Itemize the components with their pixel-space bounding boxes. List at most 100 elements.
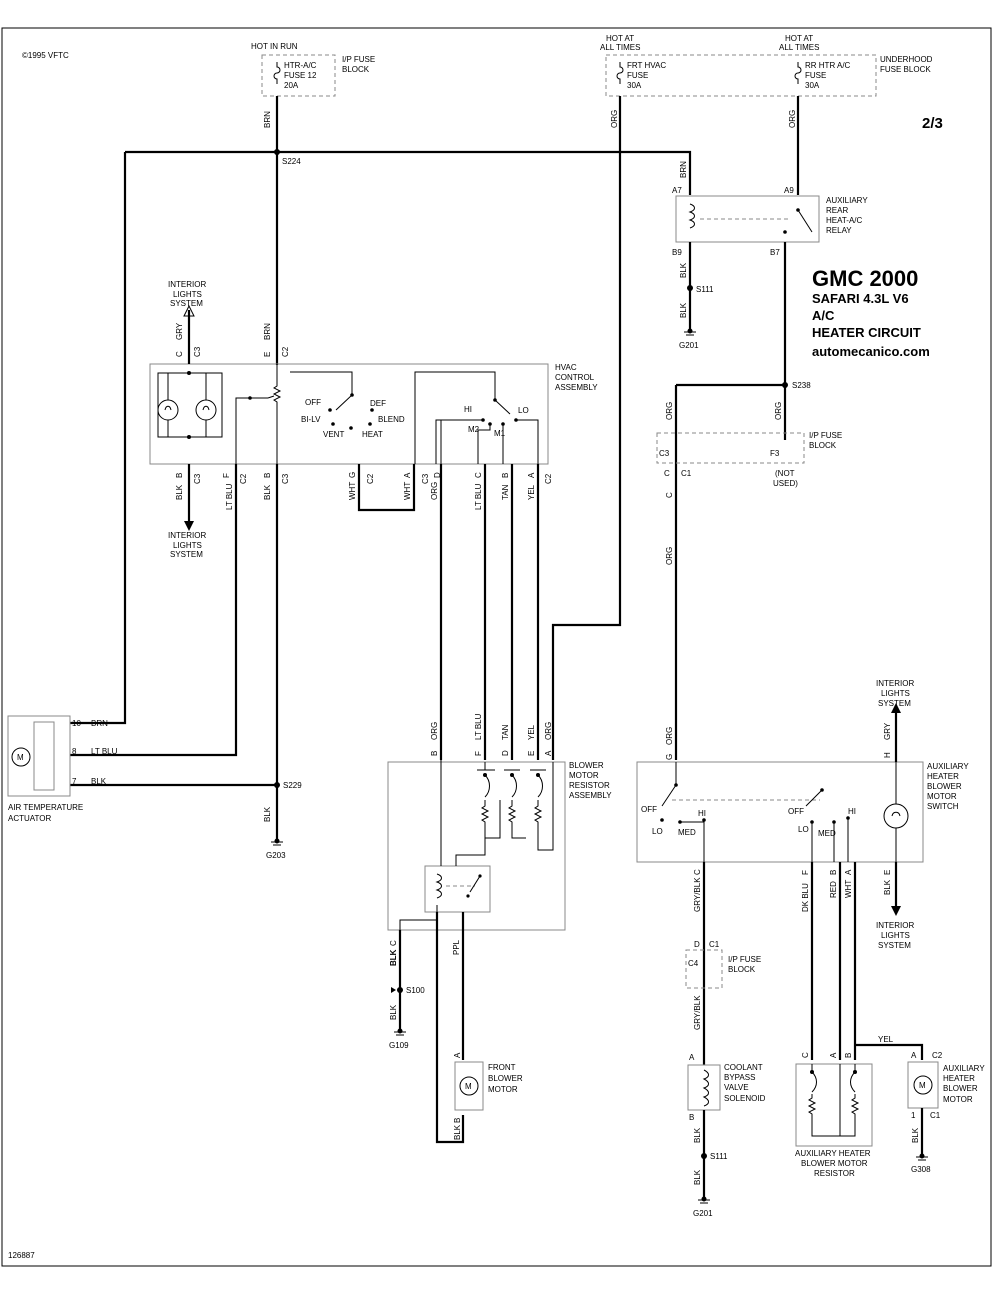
- ip-fuse-3-label: I/P FUSE: [728, 955, 761, 964]
- pin-c4: C4: [688, 959, 699, 968]
- interior-mid-l3: SYSTEM: [170, 550, 203, 559]
- act-pin-7: 7: [72, 777, 77, 786]
- interior-right-l2: LIGHTS: [881, 689, 910, 698]
- relay-contact: [797, 209, 813, 233]
- pin-c-1: C: [474, 472, 483, 478]
- aux-resistor-label-1: AUXILIARY HEATER: [795, 1149, 871, 1158]
- actuator-label-2: ACTUATOR: [8, 814, 51, 823]
- pin-b-2: B: [263, 473, 272, 478]
- aux-pin-b: B: [829, 870, 838, 875]
- hvac-name-3: ASSEMBLY: [555, 383, 598, 392]
- org-wire-frt: [551, 96, 622, 760]
- page-number: 2/3: [922, 115, 943, 132]
- g201-label-bottom: G201: [693, 1209, 713, 1218]
- frt-fuse-label: FUSE: [627, 71, 648, 80]
- coolant-label-4: SOLENOID: [724, 1094, 766, 1103]
- wire-label-ltblu-2: LT BLU: [474, 483, 483, 510]
- fuse-12: HOT IN RUN I/P FUSE BLOCK HTR-A/C FUSE 1…: [251, 42, 375, 97]
- aux-switch-blade-2: [805, 789, 823, 807]
- wire-label-gryblk-2: GRY/BLK: [693, 995, 702, 1030]
- fm-pin-a: A: [453, 1052, 462, 1058]
- pin-g-1: G: [348, 472, 357, 478]
- hvac-control-assembly: HVAC CONTROL ASSEMBLY OFF DEF BI-LV BLEN…: [149, 363, 598, 465]
- aux-pin-e: E: [883, 870, 892, 875]
- wire-label-wht-3: WHT: [844, 880, 853, 898]
- aux-res-pin-b: B: [844, 1053, 853, 1058]
- front-motor-label-1: FRONT: [488, 1063, 516, 1072]
- fuse12-rating: 20A: [284, 81, 299, 90]
- blower-m2: M2: [468, 425, 480, 434]
- aux-resistor-label-3: RESISTOR: [814, 1169, 855, 1178]
- blower-switch-blade: [494, 399, 511, 415]
- hot-in-run-label: HOT IN RUN: [251, 42, 298, 51]
- wire-label-brn-act: BRN: [91, 719, 108, 728]
- pin-f-1: F: [222, 473, 231, 478]
- am-pin-c2: C2: [932, 1051, 943, 1060]
- pin-c2-3: C2: [544, 473, 553, 484]
- wire-label-yel-3: YEL: [878, 1035, 894, 1044]
- interior-bottom-l2: LIGHTS: [881, 931, 910, 940]
- res-pin-b: B: [430, 751, 439, 756]
- ip-fuse-2-outline: [656, 432, 805, 464]
- am-pin-a: A: [911, 1051, 917, 1060]
- am-pin-1: 1: [911, 1111, 916, 1120]
- wire-label-blk-3: BLK: [263, 806, 272, 822]
- wire-label-wht-2: WHT: [403, 482, 412, 500]
- ip-fuse-box-outline: [261, 54, 336, 97]
- interior-right-l1: INTERIOR: [876, 679, 914, 688]
- ip-fuse-2-label-2: BLOCK: [809, 441, 837, 450]
- aux-motor-label-4: MOTOR: [943, 1095, 973, 1104]
- frt-fuse-symbol: [616, 62, 624, 84]
- res-pin-e: E: [527, 751, 536, 756]
- wire-label-org-4: ORG: [774, 402, 783, 420]
- wire-label-brn-2: BRN: [679, 161, 688, 178]
- wire-label-wht-1: WHT: [348, 482, 357, 500]
- splice-s111-top: [687, 285, 693, 291]
- interior-top-l3: SYSTEM: [170, 299, 203, 308]
- resistor-box: [387, 761, 566, 931]
- resistor-relay-coil: [435, 873, 442, 899]
- aux-off-1: OFF: [641, 805, 657, 814]
- aux-switch-label-5: SWITCH: [927, 802, 959, 811]
- fuse12-number: FUSE 12: [284, 71, 317, 80]
- wire-label-ppl: PPL: [452, 939, 461, 955]
- front-blower-motor: M A B BLK FRONT BLOWER MOTOR: [453, 1052, 523, 1140]
- resistor-label-1: BLOWER: [569, 761, 604, 770]
- rr-fuse-rating: 30A: [805, 81, 820, 90]
- pin-c3-ipf: C3: [659, 449, 670, 458]
- aux-pin-a: A: [844, 869, 853, 875]
- coolant-label-2: BYPASS: [724, 1073, 755, 1082]
- s111-label-bottom: S111: [710, 1152, 728, 1161]
- front-motor-circle: [459, 1076, 479, 1096]
- aux-resistor-box: [795, 1063, 873, 1147]
- interior-mid-l1: INTERIOR: [168, 531, 206, 540]
- wire-label-tan-2: TAN: [501, 724, 510, 740]
- wire-label-blk-act: BLK: [91, 777, 107, 786]
- aux-hi-2: HI: [848, 807, 856, 816]
- mode-bilv: BI-LV: [301, 415, 321, 424]
- pin-b-3: B: [501, 473, 510, 478]
- hvac-name-2: CONTROL: [555, 373, 595, 382]
- pin-e-top: E: [263, 352, 272, 357]
- s100-label: S100: [406, 986, 425, 995]
- wire-label-blk-8: BLK: [693, 1127, 702, 1143]
- s229-label: S229: [283, 781, 302, 790]
- resistor-coils: [480, 762, 554, 851]
- title-make: GMC 2000: [812, 266, 918, 291]
- brn-wire-right: [277, 150, 692, 195]
- hot-at-label-2: HOT AT: [785, 34, 813, 43]
- wire-label-blk-2: BLK: [263, 484, 272, 500]
- wire-label-blk-9: BLK: [693, 1169, 702, 1185]
- ip-fuse-2-label: I/P FUSE: [809, 431, 842, 440]
- aux-relay: A7 A9 B9 B7 AUXILIARY REAR HEAT-A/C RELA…: [672, 186, 868, 257]
- front-motor-box: [454, 1061, 484, 1111]
- relay-pin-a9: A9: [784, 186, 794, 195]
- wire-label-blk-7: BLK: [883, 879, 892, 895]
- pin-c3-1: C3: [193, 473, 202, 484]
- pin-c-aux-top: C: [665, 492, 674, 498]
- relay-name-2: REAR: [826, 206, 848, 215]
- aux-med-2: MED: [818, 829, 836, 838]
- wire-label-ltblu-3: LT BLU: [474, 713, 483, 740]
- aux-pin-f: F: [801, 870, 810, 875]
- pin-b-1: B: [175, 473, 184, 478]
